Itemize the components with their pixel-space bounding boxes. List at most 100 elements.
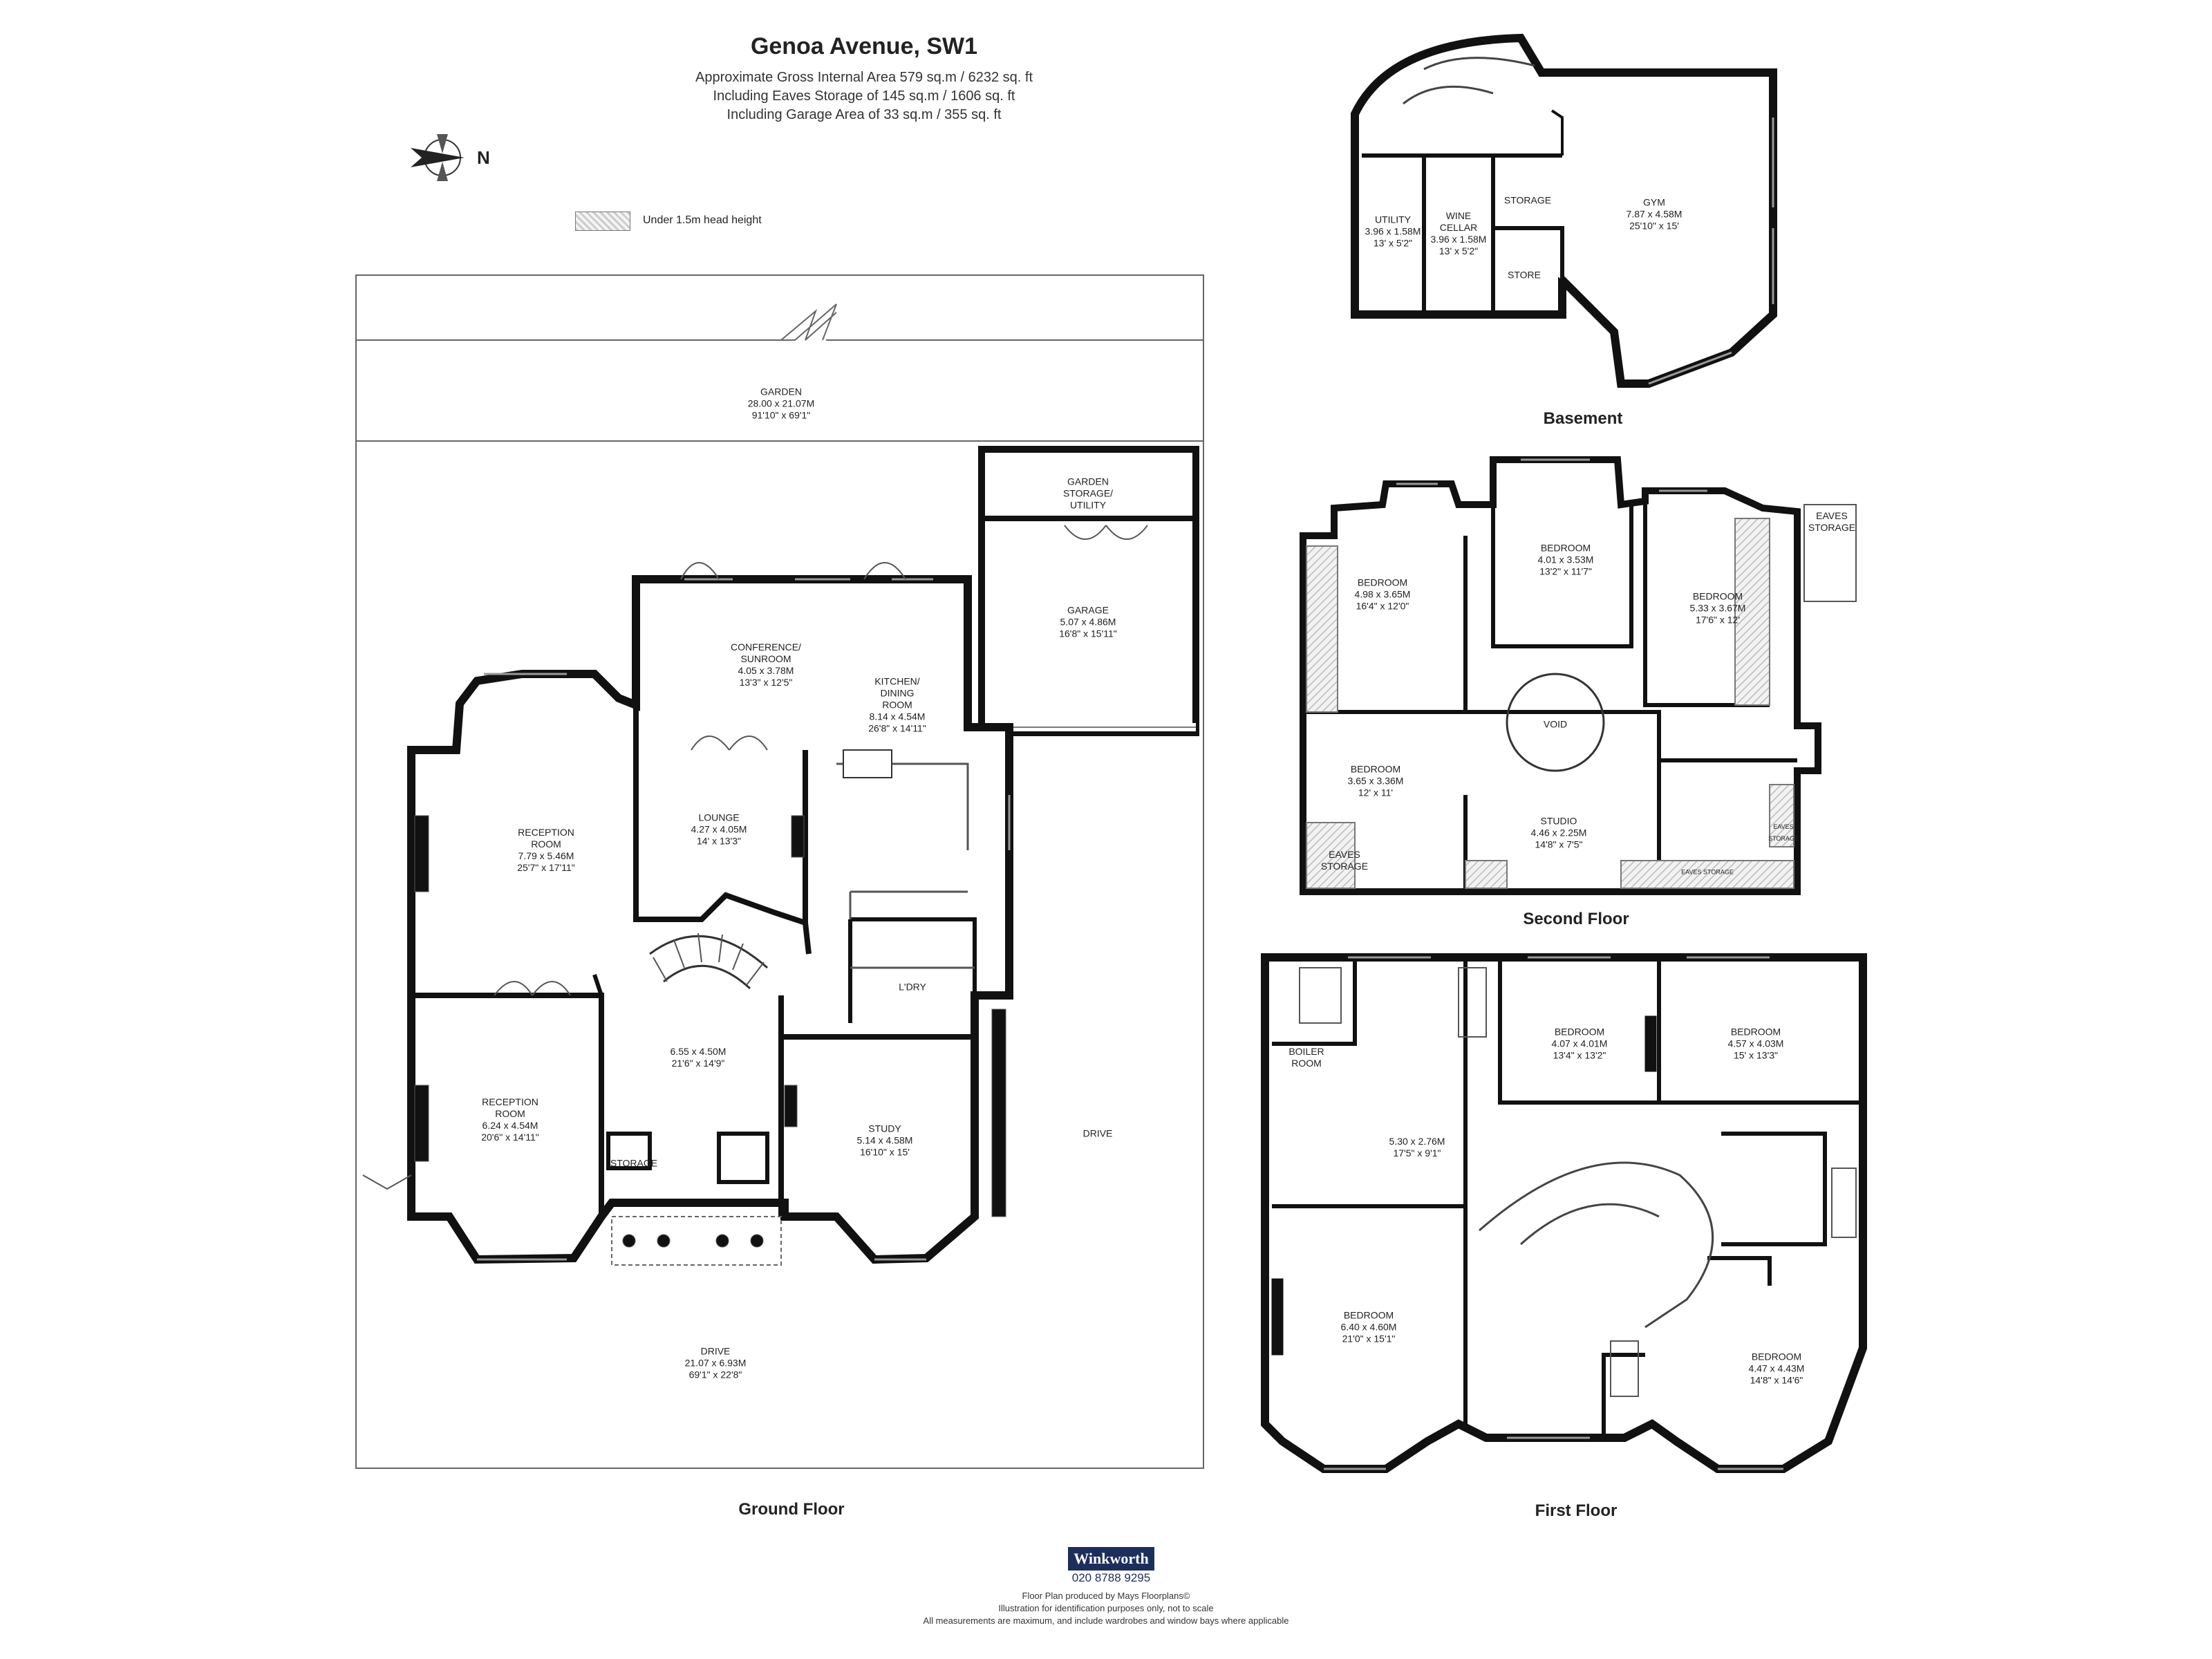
footer-disclaimer: Illustration for identification purposes… xyxy=(998,1603,1214,1613)
room-metric-size: 4.46 x 2.25M xyxy=(1530,827,1587,838)
room-name: EAVES xyxy=(1773,823,1794,830)
room-metric-size: 3.96 x 1.58M xyxy=(1430,234,1487,245)
room-name: GARAGE xyxy=(1067,604,1109,616)
room-label-void: VOID xyxy=(1544,719,1567,731)
room-metric-size: 3.96 x 1.58M xyxy=(1365,225,1421,237)
room-name: EAVES STORAGE xyxy=(1681,868,1734,876)
room-metric-size: 6.40 x 4.60M xyxy=(1340,1321,1397,1333)
winkworth-logo: Winkworth xyxy=(1068,1547,1154,1571)
room-name: ROOM xyxy=(531,838,561,850)
room-metric-size: 8.14 x 4.54M xyxy=(869,711,926,722)
plan-header: Genoa Avenue, SW1 Approximate Gross Inte… xyxy=(567,33,1161,124)
ground-floor-title: Ground Floor xyxy=(738,1500,845,1519)
room-metric-size: 5.07 x 4.86M xyxy=(1060,616,1116,628)
room-metric-size: 7.79 x 5.46M xyxy=(518,850,574,861)
room-name: STORE xyxy=(1508,269,1541,281)
footer-credit: Floor Plan produced by Mays Floorplans© xyxy=(1022,1591,1190,1601)
room-name: BEDROOM xyxy=(1357,577,1408,588)
first-floor-title: First Floor xyxy=(1535,1501,1618,1520)
room-metric-size: 4.57 x 4.03M xyxy=(1727,1038,1784,1049)
room-imperial-size: 14'8" x 7'5" xyxy=(1535,838,1583,850)
room-name: DRIVE xyxy=(1082,1127,1113,1139)
room-label-storage-gf: STORAGE xyxy=(610,1158,657,1170)
room-name: STORAGE/ xyxy=(1062,487,1114,499)
room-metric-size: 4.98 x 3.65M xyxy=(1354,588,1411,600)
room-imperial-size: 13' x 5'2" xyxy=(1438,245,1479,256)
room-imperial-size: 13'2" x 11'7" xyxy=(1539,565,1592,577)
room-name: STUDY xyxy=(868,1123,901,1134)
room-name: BEDROOM xyxy=(1692,590,1743,602)
room-name: STORAGE xyxy=(1503,194,1552,206)
room-name: DINING xyxy=(880,687,915,699)
room-name: BEDROOM xyxy=(1350,763,1401,775)
room-metric-size: 4.27 x 4.05M xyxy=(691,823,747,835)
room-label-store-b: STORE xyxy=(1508,270,1541,281)
second-floor-plan xyxy=(1300,456,1857,895)
basement-title: Basement xyxy=(1543,409,1623,428)
room-imperial-size: 14' x 13'3" xyxy=(696,835,742,847)
room-label-ldry: L'DRY xyxy=(899,982,926,993)
head-height-legend: Under 1.5m head height xyxy=(643,214,762,226)
room-metric-size: 6.55 x 4.50M xyxy=(670,1046,727,1057)
room-name: STORAGE xyxy=(610,1157,658,1169)
room-imperial-size: 14'8" x 14'6" xyxy=(1750,1374,1803,1386)
room-name: EAVES xyxy=(1816,510,1848,521)
room-name: DRIVE xyxy=(700,1345,731,1357)
room-name: GARDEN xyxy=(760,386,802,397)
room-name: KITCHEN/ xyxy=(874,675,920,687)
room-imperial-size: 15' x 13'3" xyxy=(1733,1049,1779,1061)
room-metric-size: 5.33 x 3.67M xyxy=(1689,602,1746,614)
room-name: UTILITY xyxy=(1374,214,1412,225)
room-metric-size: 7.87 x 4.58M xyxy=(1626,208,1683,220)
footer-measurements-note: All measurements are maximum, and includ… xyxy=(923,1615,1289,1626)
room-name: CELLAR xyxy=(1439,222,1478,233)
room-name: GARDEN xyxy=(1067,476,1109,487)
first-floor-plan xyxy=(1261,953,1867,1473)
room-metric-size: 4.05 x 3.78M xyxy=(738,665,794,676)
room-name: RECEPTION xyxy=(482,1096,538,1107)
agent-phone: 020 8788 9295 xyxy=(1071,1571,1151,1584)
room-name: BEDROOM xyxy=(1540,542,1591,554)
gross-area-line: Approximate Gross Internal Area 579 sq.m… xyxy=(695,70,1033,85)
room-name: RECEPTION xyxy=(518,827,574,838)
plan-title: Genoa Avenue, SW1 xyxy=(750,33,978,59)
room-name: CONFERENCE/ xyxy=(731,641,801,653)
room-imperial-size: 17'5" x 9'1" xyxy=(1393,1147,1441,1159)
room-imperial-size: 20'6" x 14'11" xyxy=(481,1132,539,1143)
room-name: ROOM xyxy=(495,1108,525,1119)
room-metric-size: 4.07 x 4.01M xyxy=(1551,1038,1608,1049)
room-name: L'DRY xyxy=(899,981,926,993)
room-imperial-size: 25'10" x 15' xyxy=(1629,220,1679,232)
room-imperial-size: 21'0" x 15'1" xyxy=(1342,1333,1396,1344)
room-metric-size: 5.30 x 2.76M xyxy=(1389,1136,1445,1147)
room-name: EAVES xyxy=(1329,849,1360,860)
room-name: STORAGE xyxy=(1808,522,1856,533)
room-imperial-size: 13'4" x 13'2" xyxy=(1553,1049,1606,1061)
room-label-sf-eaves4: EAVES STORAGE xyxy=(1681,867,1734,879)
room-metric-size: 21.07 x 6.93M xyxy=(684,1357,747,1369)
room-name: LOUNGE xyxy=(698,812,740,823)
room-name: BEDROOM xyxy=(1343,1309,1394,1321)
head-height-swatch xyxy=(575,212,630,231)
room-name: STORAGE xyxy=(1768,835,1799,842)
compass-label: N xyxy=(477,147,490,168)
room-imperial-size: 13'3" x 12'5" xyxy=(739,677,793,688)
